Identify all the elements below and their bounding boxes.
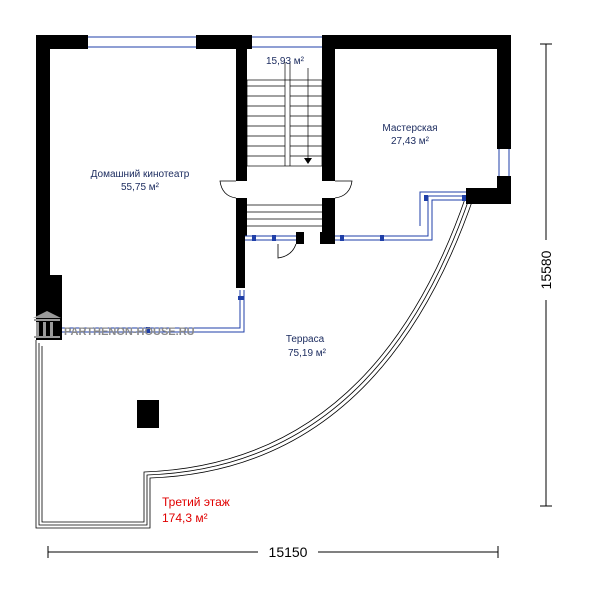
stair-arrow-icon [304, 158, 312, 164]
floor-area: 174,3 м² [162, 511, 208, 525]
staircase [246, 62, 323, 227]
window-markers [146, 195, 466, 333]
workshop-area: 27,43 м² [391, 136, 430, 147]
temple-columns-icon [33, 311, 61, 338]
floor-name: Третий этаж [162, 495, 230, 509]
walls [36, 35, 511, 428]
terrace-area: 75,19 м² [288, 348, 327, 359]
workshop-name: Мастерская [382, 123, 437, 134]
height-dimension: 15580 [538, 250, 554, 289]
terrace-name: Терраса [286, 334, 325, 345]
width-dimension: 15150 [269, 544, 308, 560]
doors [219, 180, 353, 259]
theater-area: 55,75 м² [121, 182, 160, 193]
stair-area: 15,93 м² [266, 56, 305, 67]
theater-name: Домашний кинотеатр [91, 169, 190, 180]
terrace-parapet [35, 195, 475, 529]
logo-text: PARTHENON-HOUSE.RU [64, 326, 195, 338]
